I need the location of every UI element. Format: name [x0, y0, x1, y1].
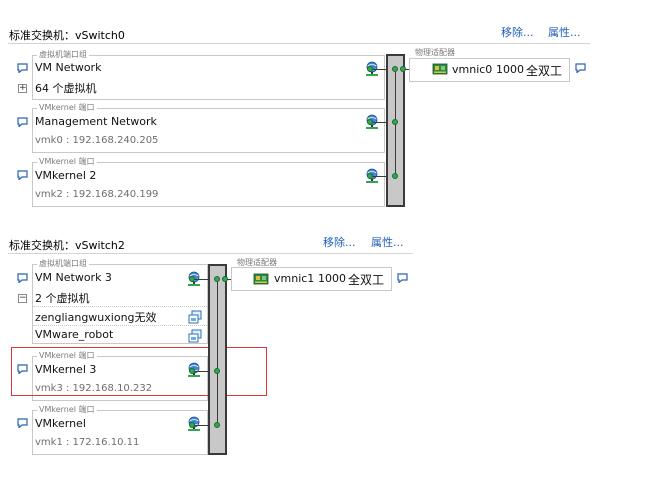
vswitch0-nic-speed: 1000 — [496, 63, 524, 76]
port-connector-dot — [392, 119, 398, 125]
vswitch2-nic-speed: 1000 — [318, 272, 346, 285]
uplink-connector-dot — [222, 276, 228, 282]
port-connection-wire — [371, 122, 388, 123]
vswitch2-properties-link[interactable]: 属性... — [371, 236, 404, 249]
vswitch2-nic-name[interactable]: vmnic1 — [274, 272, 315, 285]
vswitch0-vmk2-ip: vmk2 : 192.168.240.199 — [35, 189, 159, 200]
speech-bubble-icon[interactable] — [17, 63, 28, 73]
port-connector-dot — [214, 422, 220, 428]
vswitch0-vmkernel-port-1 — [32, 108, 385, 153]
port-connection-wire — [371, 69, 388, 70]
port-connector-dot — [189, 422, 195, 428]
collapse-toggle-icon[interactable]: − — [18, 293, 27, 303]
port-connection-wire — [193, 371, 210, 372]
port-connector-dot — [367, 66, 373, 72]
vm-list-item-2[interactable]: VMware_robot — [35, 328, 114, 341]
vswitch0-vm-portgroup-label: 虚拟机端口组 — [37, 50, 89, 59]
network-card-icon — [253, 273, 269, 285]
vswitch2-nic-duplex: 全双工 — [348, 273, 385, 287]
expand-toggle-icon[interactable]: + — [18, 83, 27, 93]
vswitch0-physical-adapter-box — [409, 58, 570, 82]
port-connector-dot — [214, 368, 220, 374]
vswitch0-vmkernel-port-2 — [32, 162, 385, 207]
port-connector-dot — [189, 368, 195, 374]
vswitch0-vm-network-name[interactable]: VM Network — [35, 61, 102, 74]
speech-bubble-icon[interactable] — [17, 273, 28, 283]
vswitch2-remove-link[interactable]: 移除... — [323, 236, 356, 249]
vswitch2-header-divider — [8, 253, 413, 254]
port-connector-dot — [367, 119, 373, 125]
vswitch0-title: 标准交换机：vSwitch0 — [9, 29, 125, 42]
speech-bubble-icon[interactable] — [397, 273, 408, 283]
port-connector-dot — [214, 276, 220, 282]
vswitch2-title: 标准交换机：vSwitch2 — [9, 239, 125, 252]
vswitch2-vmk3-ip: vmk3 : 192.168.10.232 — [35, 383, 153, 394]
vswitch0-vmk0-ip: vmk0 : 192.168.240.205 — [35, 135, 159, 146]
speech-bubble-icon[interactable] — [17, 418, 28, 428]
vswitch2-physical-adapter-label: 物理适配器 — [235, 258, 279, 267]
port-connector-dot — [392, 173, 398, 179]
vswitch0-header-divider — [8, 43, 590, 44]
vswitch2-vmkernel3-name[interactable]: VMkernel 3 — [35, 363, 97, 376]
virtual-machine-icon[interactable] — [188, 329, 202, 343]
port-connector-dot — [189, 276, 195, 282]
vswitch2-vmkernel-port-1 — [32, 356, 208, 401]
vswitch0-nic-name[interactable]: vmnic0 — [452, 63, 493, 76]
vswitch2-vmkernel-name[interactable]: VMkernel — [35, 417, 86, 430]
port-connector-dot — [392, 66, 398, 72]
vswitch0-management-network-name[interactable]: Management Network — [35, 115, 157, 128]
port-connector-dot — [367, 173, 373, 179]
vswitch0-vmkernel-port-1-label: VMkernel 端口 — [37, 103, 97, 112]
vswitch0-vmkernel-port-2-label: VMkernel 端口 — [37, 157, 97, 166]
vswitch2-vm-portgroup — [32, 264, 208, 344]
vswitch0-properties-link[interactable]: 属性... — [548, 26, 581, 39]
port-connection-wire — [193, 279, 210, 280]
vswitch0-vm-count: 64 个虚拟机 — [35, 82, 97, 95]
vswitch0-remove-link[interactable]: 移除... — [501, 26, 534, 39]
vm-list-divider — [33, 325, 207, 326]
vswitch2-vmkernel-port-2 — [32, 410, 208, 455]
vm-list-divider — [33, 306, 207, 307]
vswitch2-vmkernel-port-1-label: VMkernel 端口 — [37, 351, 97, 360]
speech-bubble-icon[interactable] — [17, 170, 28, 180]
uplink-connector-dot — [400, 66, 406, 72]
vm-list-item-1[interactable]: zengliangwuxiong无效 — [35, 311, 157, 324]
vswitch2-vmkernel-port-2-label: VMkernel 端口 — [37, 405, 97, 414]
vswitch2-vm-network-name[interactable]: VM Network 3 — [35, 271, 112, 284]
vswitch2-vm-count: 2 个虚拟机 — [35, 292, 90, 305]
vswitch0-vmkernel2-name[interactable]: VMkernel 2 — [35, 169, 97, 182]
speech-bubble-icon[interactable] — [17, 117, 28, 127]
vswitch0-nic-duplex: 全双工 — [526, 64, 563, 78]
vswitch2-vmk1-ip: vmk1 : 172.16.10.11 — [35, 437, 140, 448]
selection-highlight — [11, 347, 267, 396]
vswitch0-physical-adapter-label: 物理适配器 — [413, 48, 457, 57]
vswitch0-vm-portgroup — [32, 55, 385, 100]
virtual-machine-icon[interactable] — [188, 310, 202, 324]
vswitch2-vm-portgroup-label: 虚拟机端口组 — [37, 259, 89, 268]
network-card-icon — [432, 63, 448, 75]
port-connection-wire — [371, 176, 388, 177]
vswitch2-internal-wire — [217, 279, 218, 426]
port-connection-wire — [193, 425, 210, 426]
speech-bubble-icon[interactable] — [575, 63, 586, 73]
